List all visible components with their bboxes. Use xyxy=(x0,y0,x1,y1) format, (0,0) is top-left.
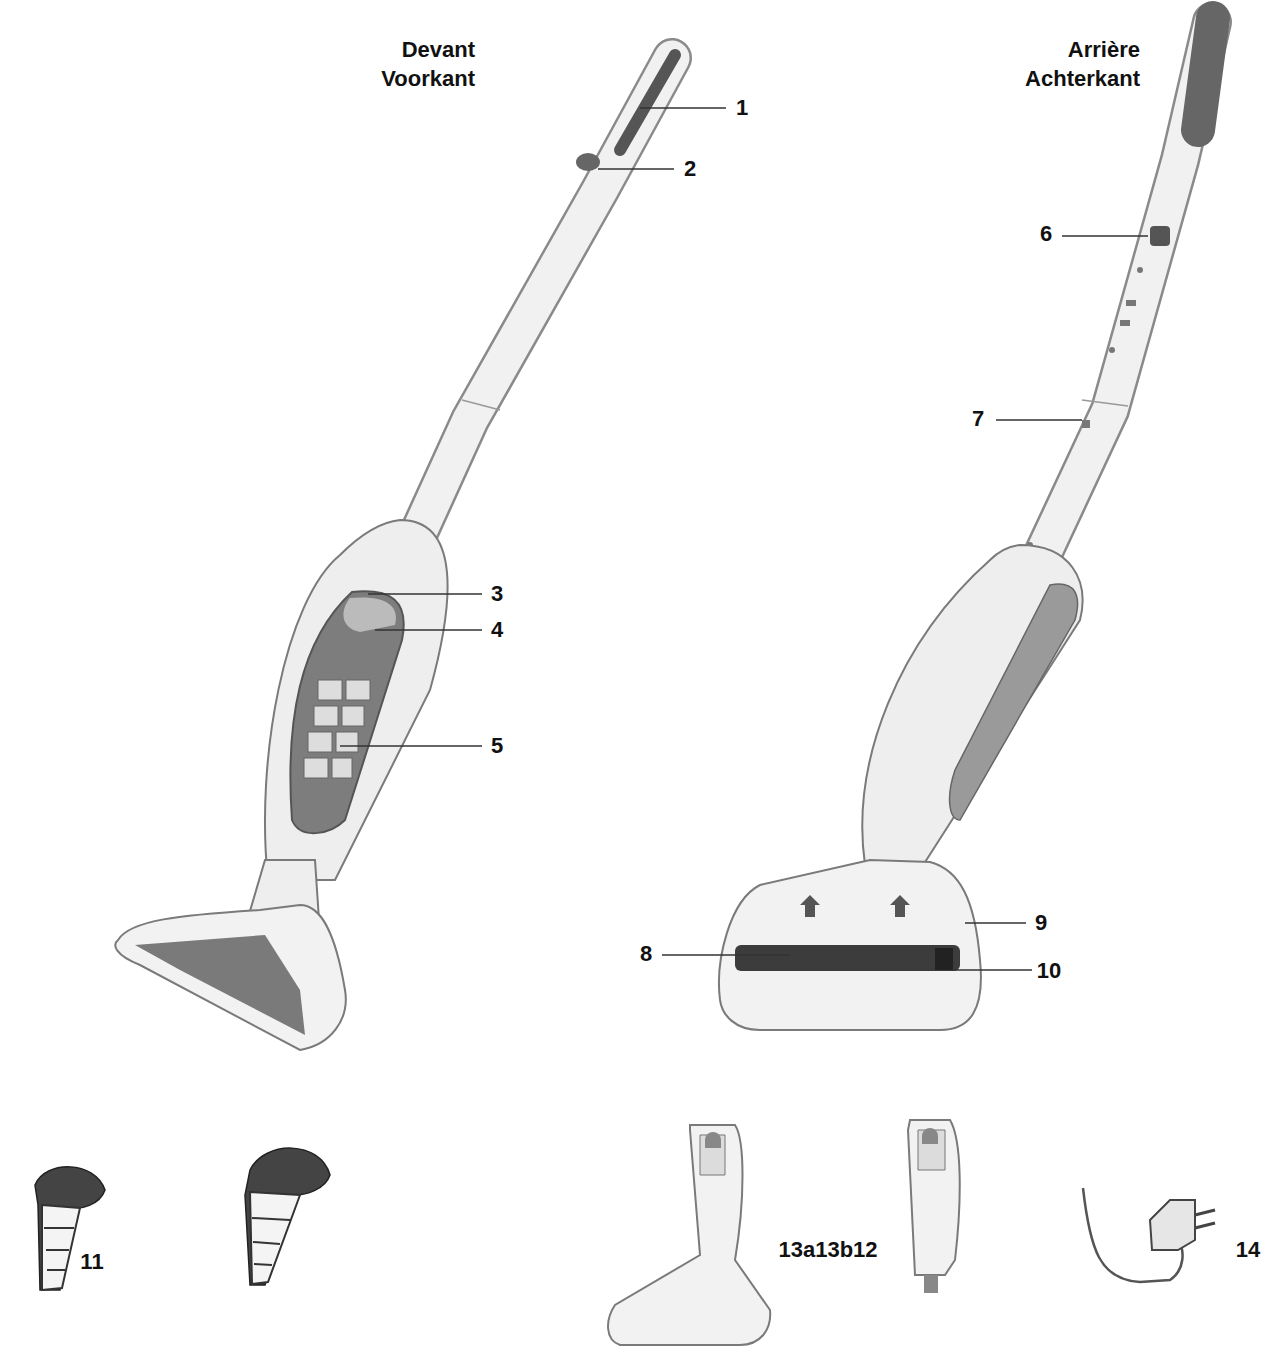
callout-number: 5 xyxy=(491,733,503,758)
floor-nozzle xyxy=(115,905,345,1050)
charger xyxy=(1083,1188,1215,1282)
filters xyxy=(35,1148,330,1290)
view-heading: Arrière Achterkant xyxy=(1025,36,1140,93)
charging-stands xyxy=(608,1120,960,1345)
callout-number: 11 xyxy=(80,1249,103,1274)
body xyxy=(862,545,1082,870)
floor-nozzle xyxy=(719,860,981,1030)
button xyxy=(576,153,600,171)
callout-number: 2 xyxy=(684,156,696,181)
leader-lines xyxy=(340,108,1148,970)
wheels xyxy=(800,895,910,917)
callout-number: 3 xyxy=(491,581,503,606)
rear-grille xyxy=(950,584,1078,820)
dust-container xyxy=(290,591,403,833)
filter-grid xyxy=(304,680,370,778)
brush-release xyxy=(935,948,953,970)
view-heading: Devant Voorkant xyxy=(381,36,475,93)
callout-number: 13a13b12 xyxy=(778,1237,877,1262)
callout-number: 6 xyxy=(1040,221,1052,246)
button xyxy=(1150,226,1170,246)
nozzle-band xyxy=(135,935,305,1035)
callout-number: 7 xyxy=(972,406,984,431)
callout-number: 10 xyxy=(1037,958,1061,983)
back-vacuum xyxy=(719,18,1213,1030)
callout-number: 4 xyxy=(491,617,503,642)
handle-grip xyxy=(1198,18,1213,130)
container-top xyxy=(343,597,396,632)
callout-number: 8 xyxy=(640,941,652,966)
handle-grip xyxy=(620,55,675,150)
joint xyxy=(1082,400,1128,406)
vents xyxy=(1027,267,1143,548)
callout-number: 9 xyxy=(1035,910,1047,935)
body xyxy=(265,520,448,880)
callout-number: 14 xyxy=(1236,1237,1260,1262)
callout-number: 1 xyxy=(736,95,748,120)
brush-roll xyxy=(735,945,960,971)
joint xyxy=(462,400,500,410)
front-vacuum xyxy=(115,55,675,1050)
